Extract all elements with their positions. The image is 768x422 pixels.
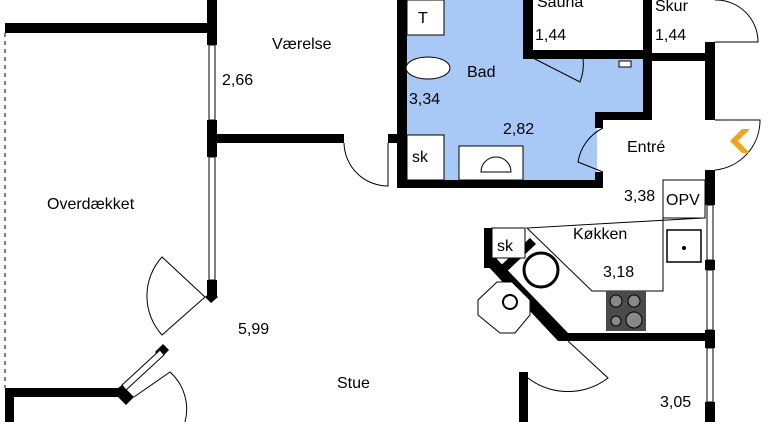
room-name-entre: Entré	[627, 139, 665, 156]
room-name-overdaekket: Overdækket	[47, 196, 135, 213]
fireplace-icon	[522, 251, 560, 289]
room-name-skur: Skur	[655, 0, 689, 15]
room-width-stue: 5,99	[238, 321, 269, 338]
bad-cabinet-label: sk	[412, 149, 429, 166]
room-width-unnamed: 3,05	[660, 394, 691, 411]
doors	[133, 0, 761, 422]
room-name-stue: Stue	[337, 375, 370, 392]
room-width-skur: 1,44	[655, 27, 686, 44]
room-name-vaerelse: Værelse	[272, 36, 332, 53]
room-width-vaerelse: 2,66	[222, 72, 253, 89]
windows	[121, 44, 714, 403]
entrance-arrow-icon	[730, 129, 750, 153]
opv-box	[662, 179, 706, 219]
kitchen-counter	[525, 217, 704, 292]
bathroom-area	[407, 0, 645, 180]
room-name-kokken: Køkken	[573, 226, 627, 243]
washbasin-bowl-icon	[480, 156, 512, 173]
dining-table-icon	[477, 281, 531, 334]
room-width-kokken: 3,18	[603, 264, 634, 281]
toilet-cabinet	[406, 0, 445, 36]
room-name-bad: Bad	[467, 64, 495, 81]
toilet-icon	[405, 56, 451, 80]
washbasin	[458, 145, 524, 181]
kitchen-cabinet	[491, 227, 526, 259]
room-width-bad: 3,34	[409, 91, 440, 108]
room-name-sauna: Sauna	[537, 0, 583, 11]
opv-label: OPV	[666, 192, 700, 209]
bad-cabinet	[406, 134, 445, 181]
room-depth-bad: 2,82	[503, 121, 534, 138]
kitchen-cabinet-label: sk	[497, 238, 514, 255]
room-width-entre: 3,38	[624, 188, 655, 205]
room-width-sauna: 1,44	[535, 27, 566, 44]
stove-icon	[606, 291, 646, 331]
toilet-label: T	[418, 10, 428, 27]
shower-tap-icon	[618, 60, 632, 68]
